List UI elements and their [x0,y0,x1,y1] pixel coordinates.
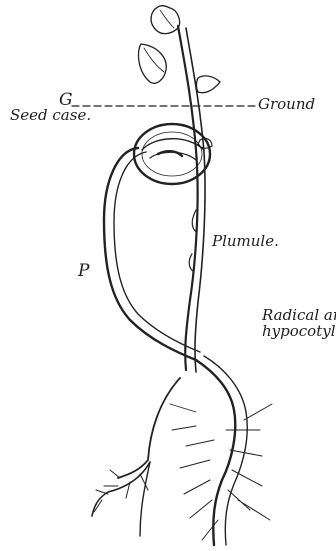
seed-case [134,124,210,184]
radical-hypocotyl-label: Radical and hypocotyl. [262,308,336,340]
p-label: P [78,263,89,281]
ground-label: Ground [258,97,315,113]
plumule-label: Plumule. [212,234,279,250]
radical-label-line2: hypocotyl. [262,324,336,340]
main-root [196,360,235,545]
left-leaf [138,44,166,83]
right-leaf [197,76,221,93]
seed-case-label: Seed case. [10,108,91,124]
top-leaf [151,6,180,34]
